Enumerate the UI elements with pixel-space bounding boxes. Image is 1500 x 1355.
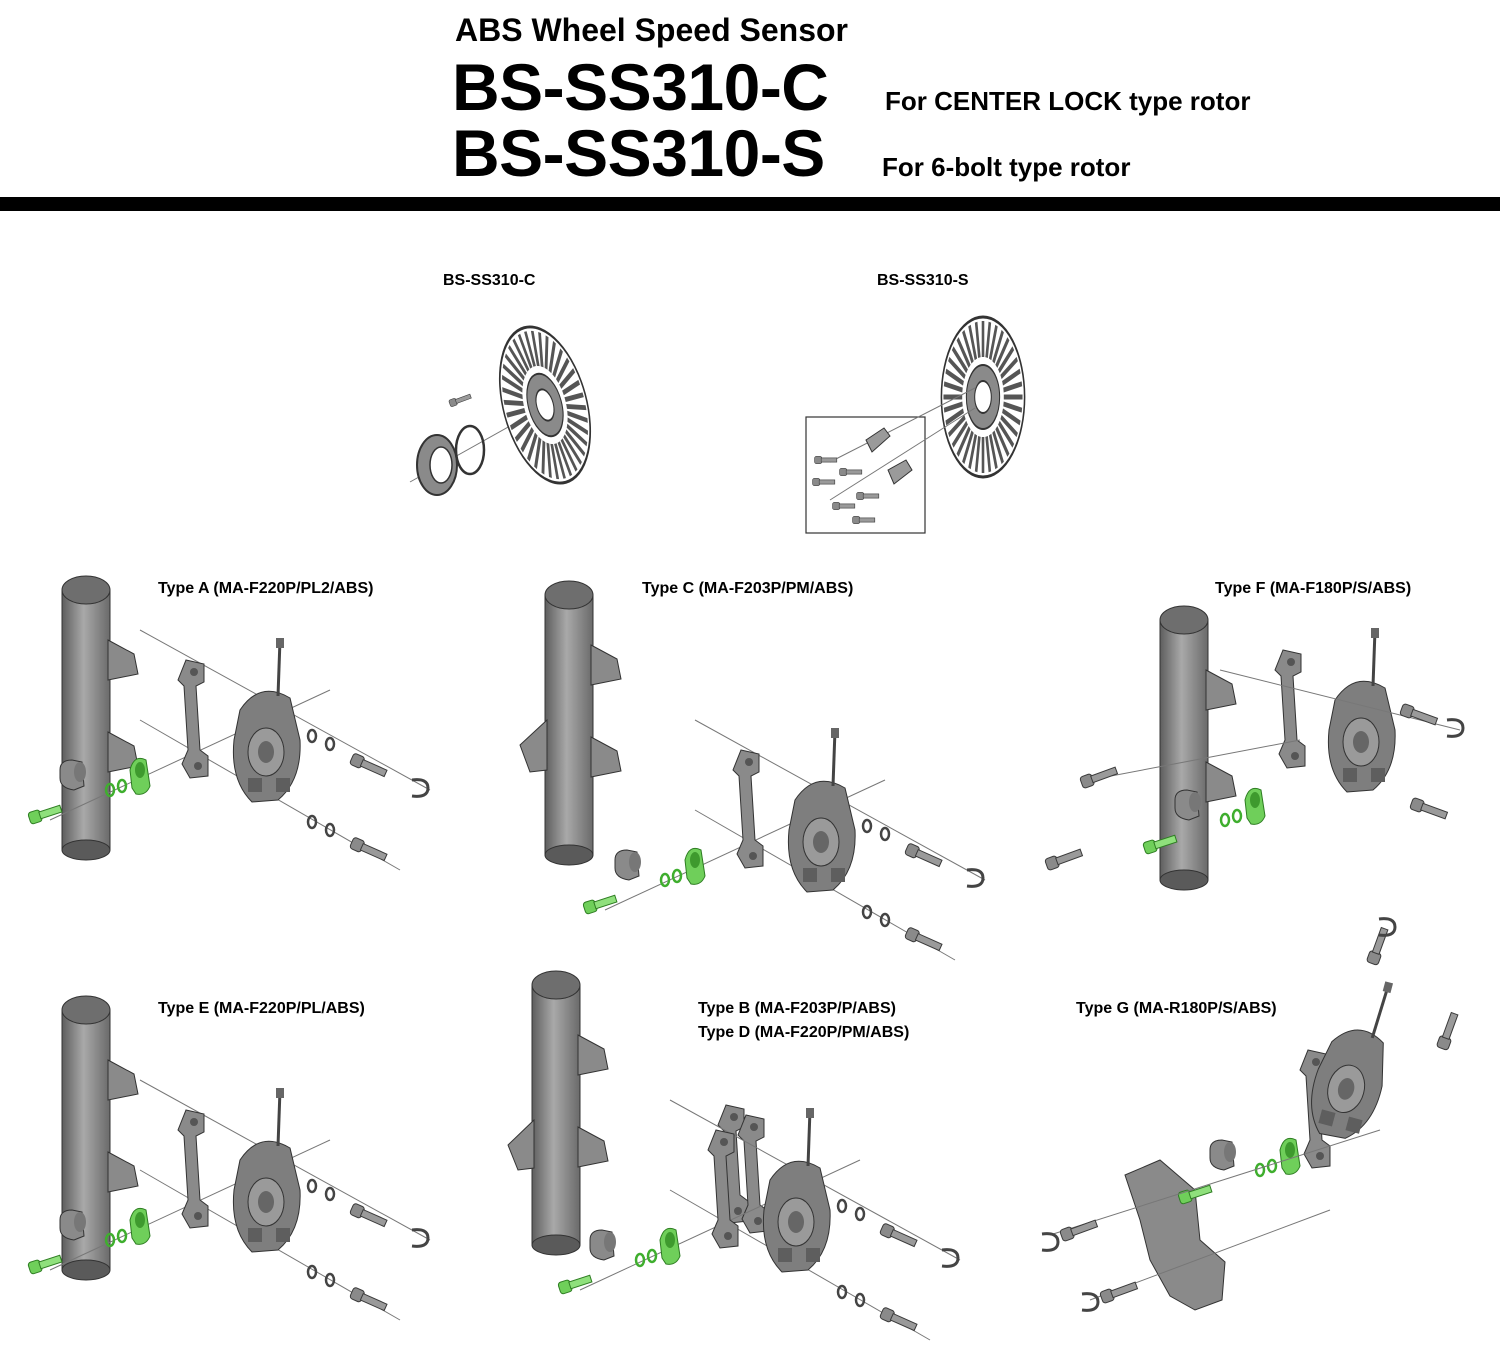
mount-label-b: Type B (MA-F203P/P/ABS) bbox=[698, 1000, 896, 1017]
model-note-s: For 6-bolt type rotor bbox=[882, 152, 1131, 182]
header-rule bbox=[0, 197, 1500, 211]
rotor-label-s: BS-SS310-S bbox=[877, 272, 969, 289]
rotor-s-diagram bbox=[448, 315, 1026, 534]
subtitle: ABS Wheel Speed Sensor bbox=[455, 12, 848, 48]
mount-label-f: Type F (MA-F180P/S/ABS) bbox=[1215, 580, 1412, 597]
type-bd-diagram bbox=[507, 970, 960, 1340]
mount-label-g: Type G (MA-R180P/S/ABS) bbox=[1076, 1000, 1277, 1017]
type-a-diagram bbox=[28, 575, 430, 870]
lockring-icon bbox=[416, 424, 486, 496]
mount-label-a: Type A (MA-F220P/PL2/ABS) bbox=[158, 580, 374, 597]
type-e-diagram bbox=[28, 995, 430, 1320]
type-c-diagram bbox=[519, 580, 985, 960]
bolt-set-box bbox=[805, 416, 926, 534]
mount-label-c: Type C (MA-F203P/PM/ABS) bbox=[642, 580, 854, 597]
mount-label-d: Type D (MA-F220P/PM/ABS) bbox=[698, 1024, 910, 1041]
type-f-diagram bbox=[1043, 605, 1465, 891]
mount-label-e: Type E (MA-F220P/PL/ABS) bbox=[158, 1000, 365, 1017]
rotor-c-diagram bbox=[409, 325, 592, 496]
model-code-s: BS-SS310-S bbox=[452, 116, 825, 190]
rotor-label-c: BS-SS310-C bbox=[443, 272, 536, 289]
type-g-diagram bbox=[1040, 917, 1461, 1312]
model-code-c: BS-SS310-C bbox=[452, 50, 829, 124]
model-note-c: For CENTER LOCK type rotor bbox=[885, 86, 1251, 116]
